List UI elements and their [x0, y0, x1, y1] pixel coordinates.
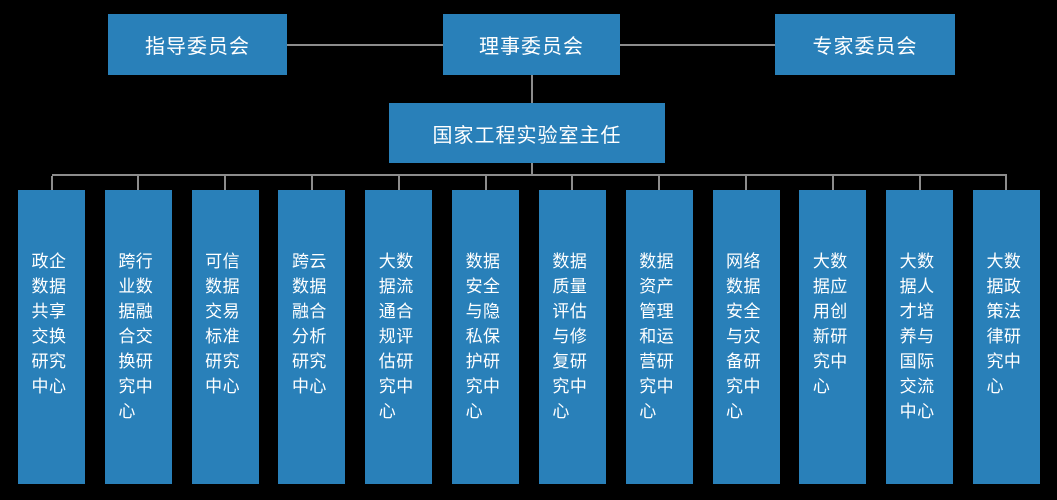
- center-column: 跨云数据融合分析研究中心: [278, 176, 346, 484]
- center-label: 可信数据交易标准研究中心: [205, 252, 241, 397]
- connector-stub-line: [658, 176, 661, 190]
- center-label: 大数据人才培养与国际交流中心: [899, 252, 935, 422]
- center-box: 大数据政策法律研究中心: [972, 190, 1040, 484]
- center-column: 数据资产管理和运营研究中心: [625, 176, 693, 484]
- connector-stub-line: [831, 176, 834, 190]
- center-label: 大数据应用创新研究中心: [812, 252, 848, 397]
- connector-stub-line: [397, 176, 400, 190]
- center-box: 政企数据共享交换研究中心: [18, 190, 85, 484]
- center-column: 大数据政策法律研究中心: [972, 176, 1040, 484]
- connector-stub-line: [310, 176, 313, 190]
- connector-line-council-expert: [620, 44, 775, 46]
- center-column: 跨行业数据融合交换研究中心: [104, 176, 172, 484]
- connector-line-council-director: [531, 75, 533, 103]
- center-label: 大数据政策法律研究中心: [986, 252, 1022, 397]
- connector-stub-line: [918, 176, 921, 190]
- center-column: 大数据人才培养与国际交流中心: [886, 176, 954, 484]
- director-box: 国家工程实验室主任: [389, 103, 665, 163]
- center-label: 数据资产管理和运营研究中心: [639, 252, 675, 422]
- center-column: 数据安全与隐私保护研究中心: [452, 176, 520, 484]
- connector-stub-line: [224, 176, 227, 190]
- committee-box-council: 理事委员会: [443, 14, 620, 75]
- center-label: 跨云数据融合分析研究中心: [291, 252, 327, 397]
- center-box: 网络数据安全与灾备研究中心: [712, 190, 780, 484]
- center-box: 数据质量评估与修复研究中心: [538, 190, 606, 484]
- center-label: 政企数据共享交换研究中心: [31, 252, 67, 397]
- center-label: 数据质量评估与修复研究中心: [552, 252, 588, 422]
- connector-stub-line: [571, 176, 574, 190]
- center-box: 数据资产管理和运营研究中心: [625, 190, 693, 484]
- center-column: 网络数据安全与灾备研究中心: [712, 176, 780, 484]
- connector-bus-line: [52, 174, 1007, 176]
- connector-stub-line: [50, 176, 53, 190]
- connector-stub-line: [484, 176, 487, 190]
- center-label: 跨行业数据融合交换研究中心: [118, 252, 154, 422]
- connector-stub-line: [1005, 176, 1008, 190]
- center-label: 网络数据安全与灾备研究中心: [726, 252, 761, 422]
- center-label: 大数据流通合规评估研究中心: [378, 252, 414, 422]
- centers-row: 政企数据共享交换研究中心 跨行业数据融合交换研究中心 可信数据交易标准研究中心 …: [18, 176, 1040, 484]
- connector-line-director-bus: [531, 163, 533, 175]
- connector-stub-line: [745, 176, 747, 190]
- connector-stub-line: [137, 176, 140, 190]
- center-column: 政企数据共享交换研究中心: [18, 176, 85, 484]
- center-box: 大数据应用创新研究中心: [799, 190, 867, 484]
- committee-box-expert: 专家委员会: [775, 14, 955, 75]
- center-box: 跨行业数据融合交换研究中心: [104, 190, 172, 484]
- center-box: 大数据流通合规评估研究中心: [365, 190, 433, 484]
- center-column: 数据质量评估与修复研究中心: [538, 176, 606, 484]
- committee-box-guidance: 指导委员会: [108, 14, 287, 75]
- center-column: 可信数据交易标准研究中心: [191, 176, 259, 484]
- center-box: 跨云数据融合分析研究中心: [278, 190, 346, 484]
- center-box: 数据安全与隐私保护研究中心: [452, 190, 520, 484]
- connector-line-guidance-council: [287, 44, 443, 46]
- center-column: 大数据应用创新研究中心: [799, 176, 867, 484]
- center-box: 大数据人才培养与国际交流中心: [886, 190, 954, 484]
- center-column: 大数据流通合规评估研究中心: [365, 176, 433, 484]
- center-box: 可信数据交易标准研究中心: [191, 190, 259, 484]
- center-label: 数据安全与隐私保护研究中心: [465, 252, 501, 422]
